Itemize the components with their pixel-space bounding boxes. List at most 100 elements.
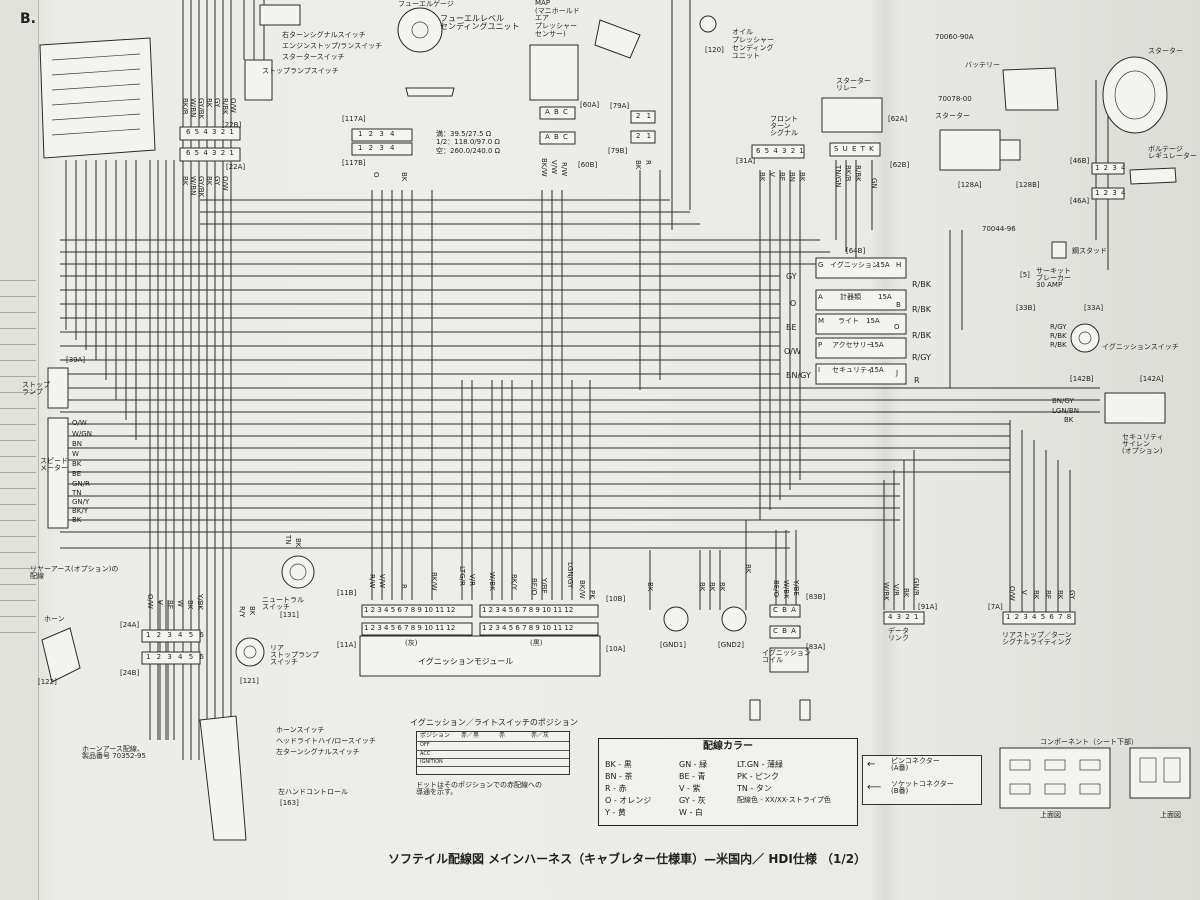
- wire-gnd-2: BK: [708, 582, 716, 592]
- module-grey-label: (灰): [405, 639, 418, 647]
- conn-128b: [128B]: [1016, 181, 1040, 189]
- rear-stop-turn-label: リアストップ／ターン シグナルライティング: [1002, 631, 1072, 646]
- wire-front-2: BE: [778, 172, 786, 182]
- wire-rear-4: BK: [1056, 590, 1064, 600]
- fuse-row-2-amp: 15A: [866, 317, 880, 325]
- horn-label: ホーン: [44, 615, 65, 623]
- conn-5: [5]: [1020, 271, 1030, 279]
- component-box-title: コンポーネント（シート下部）: [1040, 738, 1138, 746]
- component-box-caption2: 上面図: [1160, 811, 1181, 819]
- wire-handle-5: Y/BK: [196, 594, 204, 611]
- wire-siren-1: LGN/BN: [1052, 407, 1079, 415]
- neutral-switch-label: ニュートラル スイッチ: [262, 596, 304, 611]
- pins-83b: C B A: [773, 606, 797, 614]
- wire-handle-3: W: [176, 600, 184, 607]
- wire-module-5: V/R: [468, 574, 476, 587]
- wire-front-1: V: [768, 172, 776, 177]
- stop-lamp-switch-label: ストップランプスイッチ: [262, 67, 339, 75]
- voltage-regulator-label: ボルテージ レギュレーター: [1148, 145, 1197, 160]
- legend-c1-0: BK - 黒: [605, 760, 632, 769]
- wire-fuel-1: BK: [400, 172, 408, 182]
- wire-rear-0: O/W: [1008, 586, 1016, 601]
- fuse-row-1-color: O: [790, 299, 797, 308]
- conn-131: [131]: [280, 611, 299, 619]
- pins-60a: A B C: [545, 108, 569, 116]
- conn-122: [122]: [38, 678, 57, 686]
- socket-connector-label: ソケットコネクター (B番): [891, 780, 954, 795]
- wire-gnd-4: BK: [744, 564, 752, 574]
- wire-ign-0: R/GY: [1050, 323, 1067, 331]
- pins-117b: 1 2 3 4: [358, 144, 397, 152]
- ignition-module-label: イグニッションモジュール: [418, 657, 514, 666]
- legend-c2-3: GY - 灰: [679, 796, 706, 805]
- wire-speedo-2: BN: [72, 440, 83, 448]
- pins-31a: 6 5 4 3 2 1: [756, 147, 805, 155]
- conn-121: [121]: [240, 677, 259, 685]
- wire-speedo-3: W: [72, 450, 79, 458]
- legend-c3-2: TN - タン: [737, 784, 772, 793]
- wire-handle-4: BK: [186, 600, 194, 610]
- wire-datalink-3: GN/R: [912, 578, 920, 596]
- starter-motor-label: スターター: [935, 112, 970, 120]
- wire-module-9: Y/BE: [540, 578, 548, 594]
- fuel-gauge-label: フューエルゲージ: [398, 0, 454, 8]
- starter-switch-label: スタータースイッチ: [282, 53, 345, 61]
- wire-speedo-10: BK: [72, 516, 82, 524]
- map-sensor-label: MAP (マニホールド エア プレッシャー センサー): [535, 0, 580, 38]
- pins-24a: 1 2 3 4 5 6: [146, 631, 206, 639]
- pins-62b: S U E T K: [834, 145, 875, 153]
- pins-10b: 1 2 3 4 5 6 7 8 9 10 11 12: [482, 606, 574, 614]
- wire-top-3: BK: [205, 98, 213, 108]
- pins-79a: 2 1: [636, 112, 654, 120]
- wire-module-8: BE/O: [530, 578, 538, 596]
- wire-top-2: GY/BK: [197, 98, 205, 120]
- wire-module-2: R: [400, 584, 408, 589]
- legend-c2-1: BE - 青: [679, 772, 706, 781]
- fuse-row-1-term: B: [896, 301, 901, 309]
- fuse-row-3-out: R/GY: [912, 353, 931, 362]
- conn-31a: [31A]: [736, 157, 756, 165]
- conn-62a: [62A]: [888, 115, 908, 123]
- front-turn-signal-label: フロント ターン シグナル: [770, 115, 798, 137]
- part-number-battery: 70060-90A: [935, 33, 974, 41]
- pins-22a: 6 5 4 3 2 1: [186, 149, 235, 157]
- pos-header-0: ポジション: [420, 732, 451, 739]
- pos-row-off: OFF: [420, 742, 430, 748]
- wire-switch-2: TN: [284, 535, 292, 545]
- horn-switch-label: ホーンスイッチ: [276, 726, 325, 734]
- legend-c1-1: BN - 茶: [605, 772, 633, 781]
- fuse-row-4-term: J: [896, 369, 899, 377]
- fuse-row-2-letter: M: [818, 317, 825, 325]
- ignition-coil-label: イグニッション コイル: [762, 649, 811, 664]
- wire-ign-2: R/BK: [1050, 341, 1067, 349]
- connector-legend: ← ピンコネクター (A番) ⟵ ソケットコネクター (B番): [862, 755, 982, 805]
- fuse-row-4-color: BN/GY: [786, 371, 811, 380]
- left-turn-switch-label: 左ターンシグナルスイッチ: [276, 748, 360, 756]
- conn-128a: [128A]: [958, 181, 982, 189]
- ground-stud-label: 鋼スタッド: [1072, 247, 1107, 255]
- fuse-row-0-out: R/BK: [912, 280, 931, 289]
- pins-91a: 4 3 2 1: [888, 613, 920, 621]
- battery-label: バッテリー: [965, 61, 1000, 69]
- title-bar: ソフテイル配線図 メインハーネス（キャブレター仕様車）—米国内／ HDI仕様 （…: [0, 846, 1200, 900]
- left-hand-control-label: 左ハンドコントロール: [278, 788, 348, 796]
- fuse-row-2-term: O: [894, 323, 900, 331]
- conn-11a: [11A]: [337, 641, 357, 649]
- wire-mid-1: W/BN: [189, 176, 197, 196]
- page-title: ソフテイル配線図 メインハーネス（キャブレター仕様車）—米国内／ HDI仕様 （…: [388, 852, 867, 866]
- data-link-label: データ リンク: [888, 627, 909, 642]
- fuse-row-3-letter: P: [818, 341, 823, 349]
- fuse-row-1-name: 計器類: [840, 293, 861, 301]
- conn-60b: [60B]: [578, 161, 598, 169]
- wire-module-11: BK/W: [578, 580, 586, 599]
- conn-7a: [7A]: [988, 603, 1003, 611]
- fuse-row-0-amp: 15A: [876, 261, 890, 269]
- wire-module-6: W/BK: [488, 572, 496, 591]
- conn-10b: [10B]: [606, 595, 626, 603]
- conn-22b: [22B]: [222, 121, 242, 129]
- wire-rear-3: BE: [1044, 590, 1052, 600]
- speedometer-label: スピード メーター: [40, 457, 68, 472]
